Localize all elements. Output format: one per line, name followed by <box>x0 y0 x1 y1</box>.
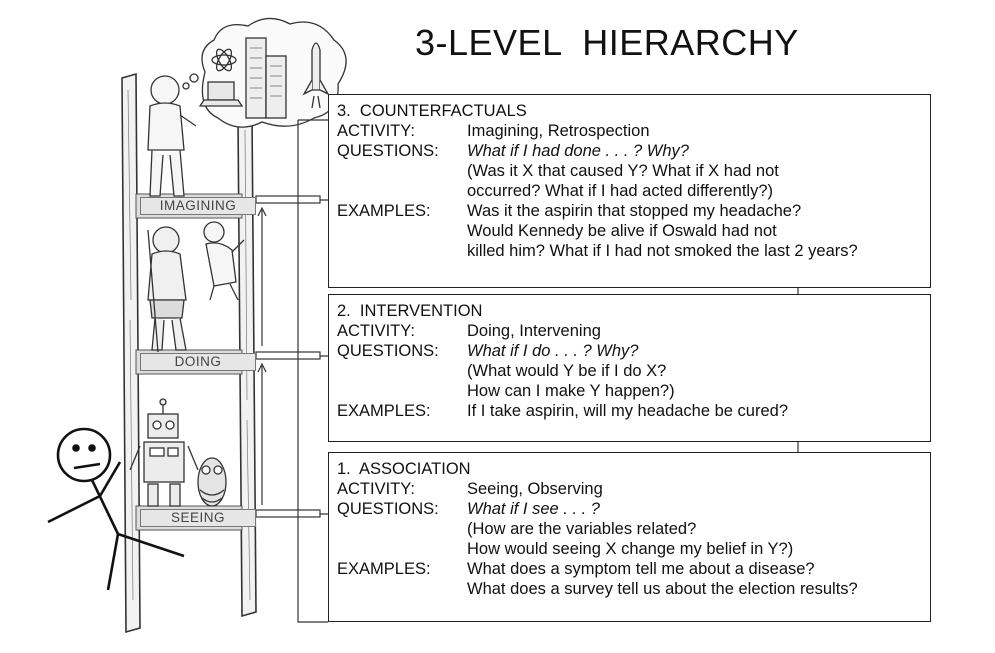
example-line: killed him? What if I had not smoked the… <box>467 242 858 260</box>
page-title: 3-LEVEL HIERARCHY <box>415 22 799 63</box>
example-line: What does a symptom tell me about a dise… <box>467 560 815 578</box>
thought-bubble-icon <box>182 17 347 128</box>
examples-row: EXAMPLES: What does a symptom tell me ab… <box>337 559 922 579</box>
robot-figure-icon <box>129 398 199 507</box>
level-box-association: 1. ASSOCIATION ACTIVITY: Seeing, Observi… <box>328 452 931 622</box>
level-box-intervention: 2. INTERVENTION ACTIVITY: Doing, Interve… <box>328 294 931 442</box>
example-line: If I take aspirin, will my headache be c… <box>467 402 789 420</box>
question-detail-line: (What would Y be if I do X? <box>467 362 667 380</box>
questions-row: QUESTIONS: What if I see . . . ? <box>337 499 922 519</box>
activity-label: ACTIVITY: <box>337 322 415 340</box>
rung-label-seeing: SEEING <box>140 509 256 527</box>
question-main: What if I had done . . . ? Why? <box>467 142 689 160</box>
activity-value: Imagining, Retrospection <box>467 122 650 140</box>
question-main: What if I do . . . ? Why? <box>467 342 639 360</box>
question-detail-line: (How are the variables related? <box>467 520 697 538</box>
level-heading: 3. COUNTERFACTUALS <box>337 102 527 120</box>
questions-label: QUESTIONS: <box>337 500 439 518</box>
activity-value: Seeing, Observing <box>467 480 603 498</box>
question-main: What if I see . . . ? <box>467 500 600 518</box>
question-detail-line: How can I make Y happen?) <box>467 382 675 400</box>
owl-icon <box>197 457 227 507</box>
level-connectors <box>255 119 799 623</box>
caveman-figure-icon <box>147 226 187 353</box>
question-detail-line: occurred? What if I had acted differentl… <box>467 182 774 200</box>
rung-label-imagining: IMAGINING <box>140 197 256 215</box>
examples-row: EXAMPLES: Was it the aspirin that stoppe… <box>337 201 922 221</box>
activity-row: ACTIVITY: Seeing, Observing <box>337 479 922 499</box>
examples-label: EXAMPLES: <box>337 402 431 420</box>
questions-label: QUESTIONS: <box>337 142 439 160</box>
questions-row: QUESTIONS: What if I do . . . ? Why? <box>337 341 922 361</box>
activity-label: ACTIVITY: <box>337 480 415 498</box>
rung-label-doing: DOING <box>140 353 256 371</box>
question-detail-line: (Was it X that caused Y? What if X had n… <box>467 162 779 180</box>
questions-row: QUESTIONS: What if I had done . . . ? Wh… <box>337 141 922 161</box>
examples-row: EXAMPLES: If I take aspirin, will my hea… <box>337 401 922 421</box>
stick-figure-icon <box>47 427 185 591</box>
example-line: Was it the aspirin that stopped my heada… <box>467 202 802 220</box>
thinker-figure-icon <box>147 75 197 197</box>
level-box-counterfactuals: 3. COUNTERFACTUALS ACTIVITY: Imagining, … <box>328 94 931 288</box>
baby-figure-icon <box>203 221 245 301</box>
example-line: What does a survey tell us about the ele… <box>467 580 858 598</box>
activity-row: ACTIVITY: Doing, Intervening <box>337 321 922 341</box>
question-detail-line: How would seeing X change my belief in Y… <box>467 540 794 558</box>
activity-row: ACTIVITY: Imagining, Retrospection <box>337 121 922 141</box>
examples-label: EXAMPLES: <box>337 202 431 220</box>
level-heading: 1. ASSOCIATION <box>337 460 471 478</box>
activity-value: Doing, Intervening <box>467 322 601 340</box>
activity-label: ACTIVITY: <box>337 122 415 140</box>
example-line: Would Kennedy be alive if Oswald had not <box>467 222 777 240</box>
level-heading: 2. INTERVENTION <box>337 302 483 320</box>
questions-label: QUESTIONS: <box>337 342 439 360</box>
examples-label: EXAMPLES: <box>337 560 431 578</box>
